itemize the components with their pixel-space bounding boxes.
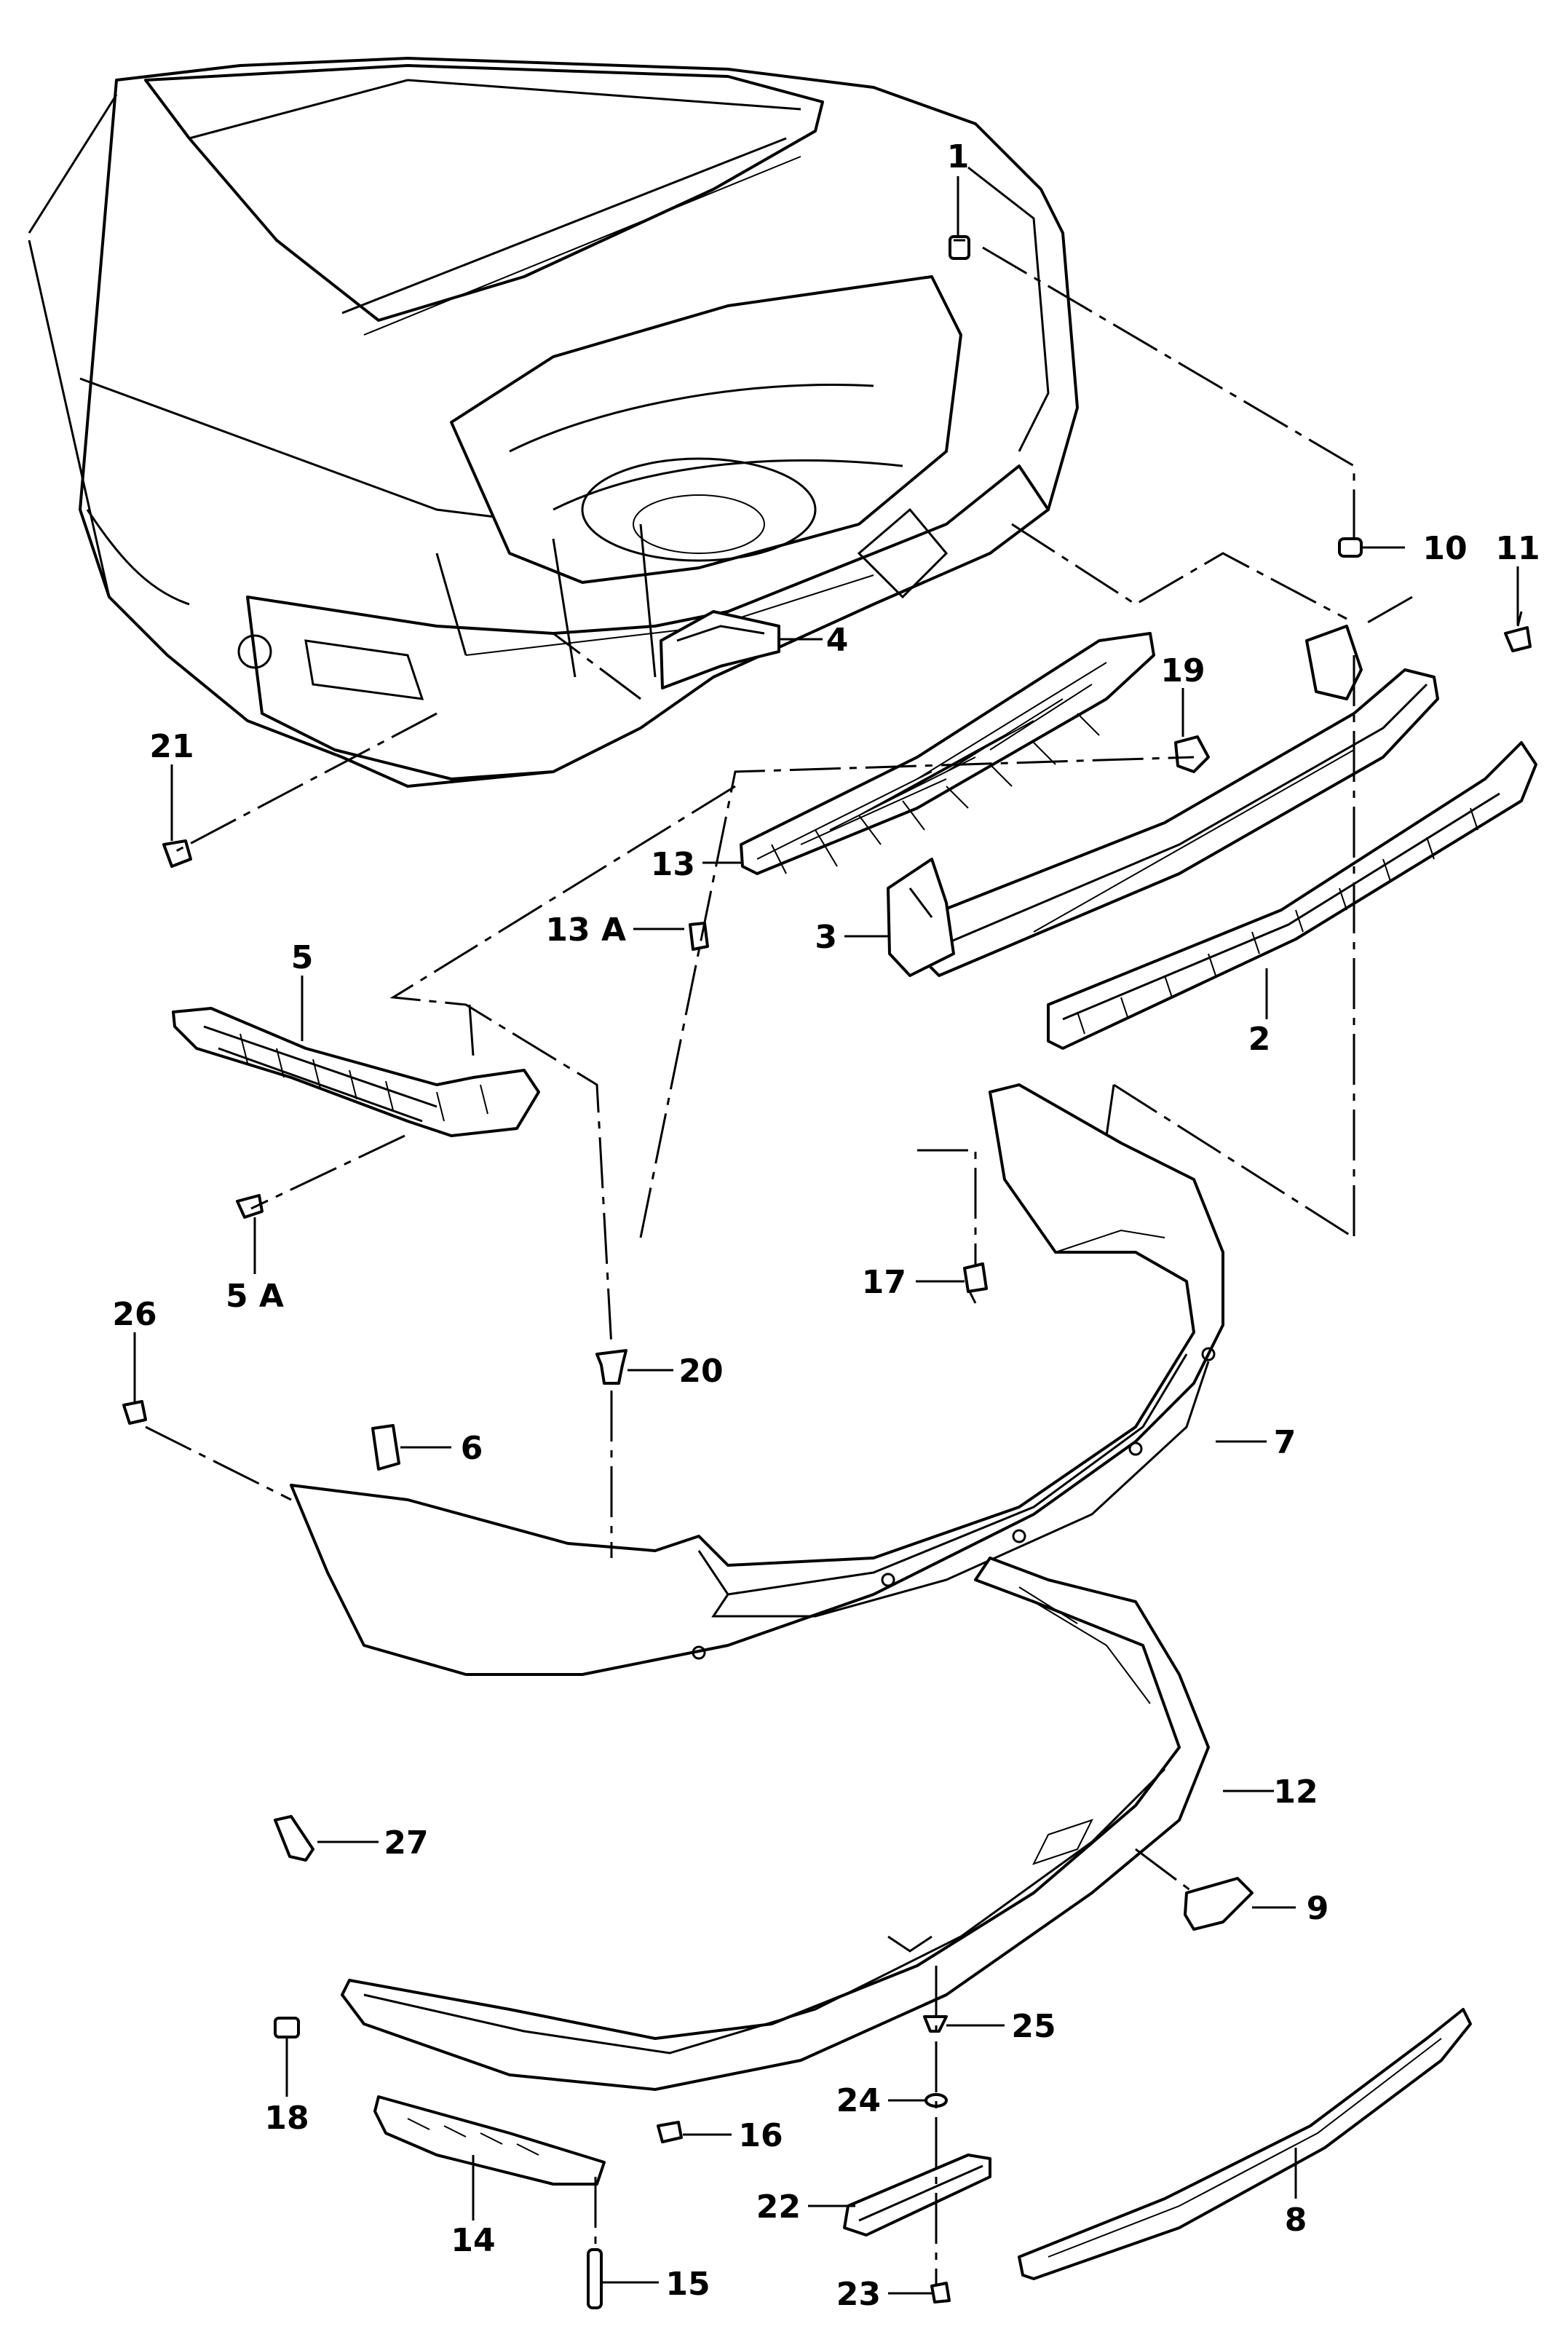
callout-18: 18 (264, 2100, 309, 2137)
callout-27: 27 (384, 1824, 428, 1862)
part-23-screw (930, 2282, 951, 2304)
part-26-screw (122, 1400, 147, 1425)
part-15-rivet (587, 2248, 603, 2309)
callout-11: 11 (1495, 530, 1540, 567)
part-7-bumper-cover (290, 1083, 1224, 1676)
callout-23: 23 (836, 2276, 881, 2313)
callout-8: 8 (1285, 2202, 1307, 2239)
callout-25: 25 (1011, 2008, 1056, 2045)
callout-13a: 13 A (545, 911, 626, 949)
car-body-rear (28, 57, 1079, 788)
callout-14: 14 (451, 2222, 495, 2259)
callout-17: 17 (862, 1264, 906, 1301)
callout-1: 1 (947, 138, 970, 175)
part-16-clip (657, 2121, 683, 2143)
callout-21: 21 (149, 728, 194, 765)
part-18-clip (274, 2017, 300, 2038)
part-14-trim (373, 2095, 606, 2186)
callout-19: 19 (1160, 652, 1205, 689)
part-4-bracket (660, 610, 780, 689)
callout-2: 2 (1248, 1021, 1271, 1058)
callout-10: 10 (1422, 530, 1467, 567)
part-6-bracket (371, 1424, 400, 1471)
part-13a-clip (689, 922, 709, 951)
callout-12: 12 (1273, 1773, 1318, 1811)
part-1-clip (949, 235, 970, 260)
callout-6: 6 (461, 1430, 483, 1467)
part-21-nut (162, 839, 192, 868)
part-2-absorber (1047, 741, 1537, 1050)
part-20-rivet (595, 1349, 627, 1385)
part-12-valance (341, 1557, 1210, 2091)
part-3-reinforcement (887, 625, 1439, 977)
callout-9: 9 (1307, 1890, 1329, 1927)
callout-26: 26 (112, 1296, 157, 1333)
part-17-clip (963, 1262, 988, 1304)
callout-7: 7 (1274, 1424, 1296, 1461)
part-5a-screw (236, 1194, 264, 1219)
leader-lines (133, 176, 1519, 2295)
assembly-lines (145, 246, 1413, 2286)
callout-16: 16 (738, 2117, 783, 2154)
callout-4: 4 (826, 622, 849, 659)
part-27-cap (274, 1815, 314, 1862)
part-22-reflector (843, 2154, 991, 2237)
callout-22: 22 (756, 2188, 801, 2226)
part-8-strip (1018, 2008, 1472, 2280)
callout-5a: 5 A (226, 1278, 284, 1315)
part-19-nut (1174, 735, 1210, 773)
part-13-trim (740, 632, 1155, 875)
part-10-nut (1338, 537, 1363, 558)
part-25-clip (923, 2015, 948, 2033)
callout-labels: 1 2 3 4 5 5 A 6 7 8 9 10 11 12 13 13 A 1… (112, 138, 1540, 2313)
part-11-bolt (1504, 611, 1532, 652)
part-9-bracket (1184, 1877, 1254, 1931)
callout-5: 5 (291, 939, 314, 976)
callout-15: 15 (665, 2266, 710, 2303)
callout-20: 20 (678, 1353, 723, 1390)
callout-13: 13 (651, 846, 695, 883)
part-5-guide (172, 1007, 540, 1137)
callout-24: 24 (836, 2082, 881, 2119)
callout-3: 3 (815, 919, 837, 956)
